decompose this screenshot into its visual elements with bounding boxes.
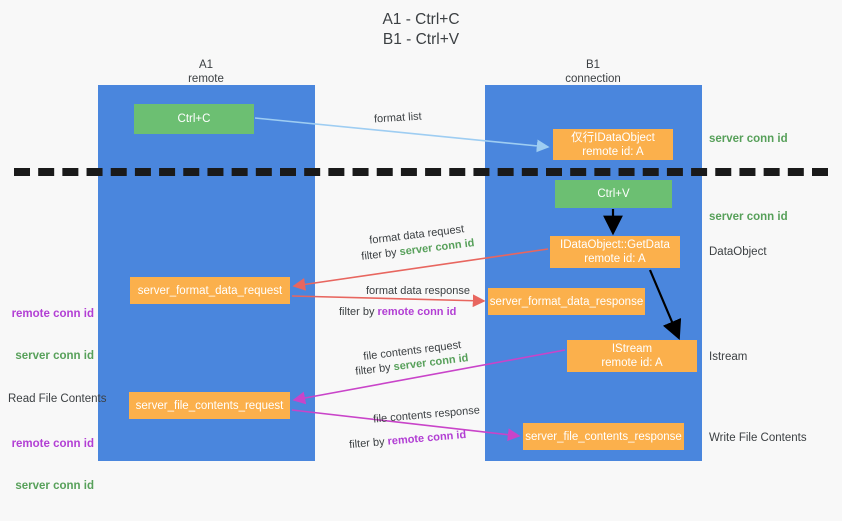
node-idataobject-getdata[interactable]: IDataObject::GetData remote id: A bbox=[550, 236, 680, 268]
filter-prefix: filter by bbox=[360, 246, 401, 263]
edge-label-format-data-response: format data response bbox=[366, 285, 470, 297]
annotation-istream: Istream bbox=[709, 351, 748, 363]
annotation-server-conn-id: server conn id bbox=[15, 350, 94, 362]
node-server-format-data-request[interactable]: server_format_data_request bbox=[130, 277, 290, 304]
edge-label-format-data-response-filter: filter by remote conn id bbox=[339, 305, 456, 319]
annotation-remote-conn-id: remote conn id bbox=[11, 438, 94, 450]
annotation-server-conn-id-top: server conn id bbox=[709, 133, 788, 145]
filter-value-remote-conn-id: remote conn id bbox=[387, 428, 467, 448]
diagram-canvas: A1 - Ctrl+C B1 - Ctrl+V A1 remote B1 con… bbox=[8, 11, 828, 492]
annotation-remote-conn-id: remote conn id bbox=[11, 308, 94, 320]
node-server-format-data-response[interactable]: server_format_data_response bbox=[488, 288, 645, 315]
annotation-read-file-contents: Read File Contents bbox=[8, 393, 107, 405]
node-server-file-contents-request[interactable]: server_file_contents_request bbox=[129, 392, 290, 419]
column-header-b1: B1 connection bbox=[565, 59, 621, 85]
node-istream[interactable]: IStream remote id: A bbox=[567, 340, 697, 372]
annotation-server-conn-id-mid: server conn id bbox=[709, 211, 788, 223]
filter-prefix: filter by bbox=[339, 306, 378, 318]
edge-label-format-list: format list bbox=[373, 110, 423, 126]
node-data-object-source[interactable]: 仅行IDataObject remote id: A bbox=[553, 129, 673, 160]
column-header-a1: A1 remote bbox=[188, 59, 224, 85]
node-server-file-contents-response[interactable]: server_file_contents_response bbox=[523, 423, 684, 450]
node-ctrl-c[interactable]: Ctrl+C bbox=[134, 104, 254, 134]
node-ctrl-v[interactable]: Ctrl+V bbox=[555, 180, 672, 208]
annotation-dataobject: DataObject bbox=[709, 246, 767, 258]
filter-prefix: filter by bbox=[354, 361, 395, 378]
edge-label-file-contents-response: file contents response bbox=[372, 404, 481, 426]
annotation-server-conn-id: server conn id bbox=[15, 480, 94, 492]
filter-value-remote-conn-id: remote conn id bbox=[377, 306, 457, 318]
annotation-conn-ids-format: remote conn id server conn id bbox=[8, 279, 94, 391]
annotation-conn-ids-file: remote conn id server conn id bbox=[8, 409, 94, 521]
filter-prefix: filter by bbox=[348, 435, 389, 452]
page-title: A1 - Ctrl+C B1 - Ctrl+V bbox=[382, 11, 460, 48]
phase-divider bbox=[14, 168, 828, 176]
annotation-write-file-contents: Write File Contents bbox=[709, 432, 807, 444]
edge-label-file-contents-response-filter: filter by remote conn id bbox=[349, 428, 467, 452]
